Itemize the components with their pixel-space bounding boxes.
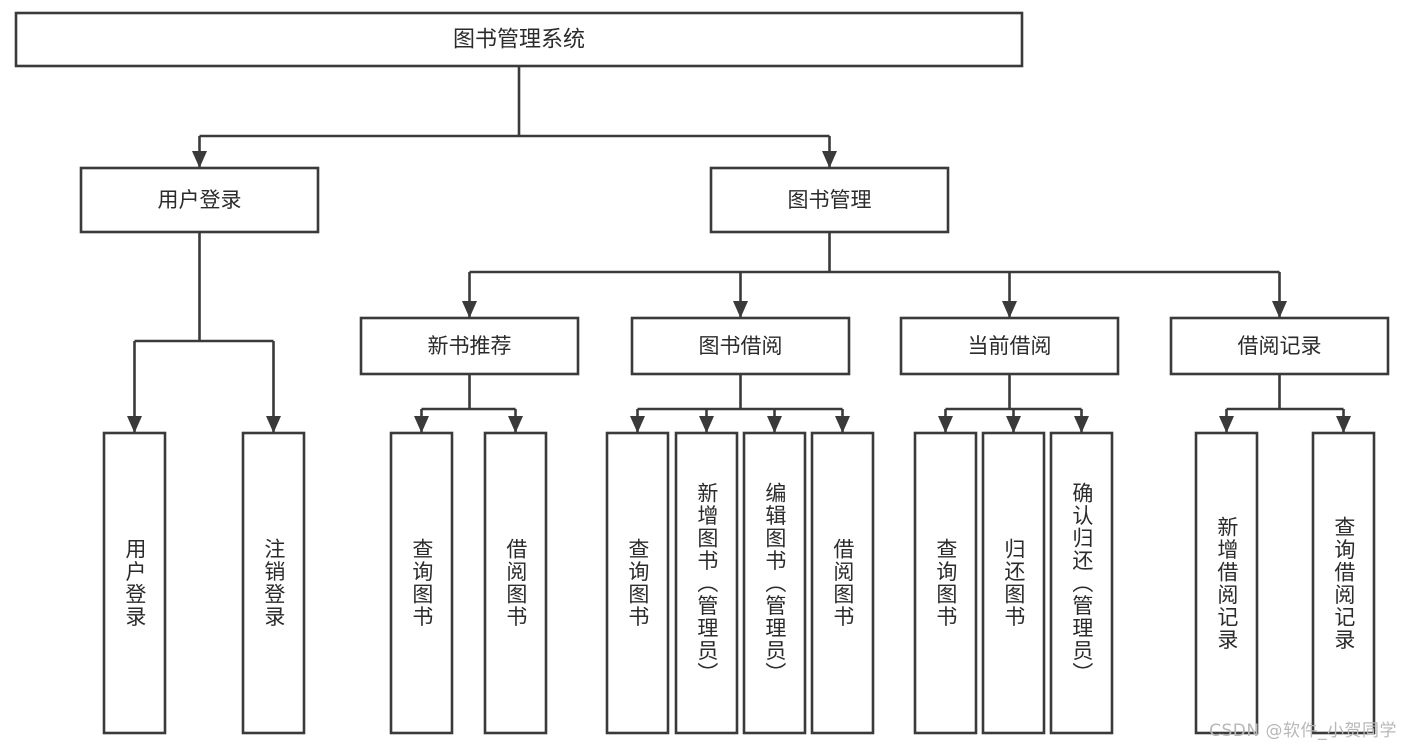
- arrow-head-icon: [1074, 416, 1089, 433]
- node-box-root: [14, 11, 1024, 68]
- node-leaf-borrow-book-new[interactable]: [483, 431, 548, 735]
- arrow-head-icon: [462, 301, 477, 318]
- arrow-head-icon: [1272, 301, 1287, 318]
- node-leaf-borrow-book[interactable]: [810, 431, 875, 735]
- node-label-book-borrow: 图书借阅: [699, 334, 783, 358]
- node-leaf-query-book-current[interactable]: [913, 431, 978, 735]
- node-box-leaf-query-book-new: [389, 431, 454, 735]
- node-box-borrow-record: [1169, 316, 1390, 376]
- watermark-text: CSDN @软件_小贺同学: [1209, 721, 1397, 741]
- node-box-leaf-return-book: [981, 431, 1046, 735]
- node-label-book-management: 图书管理: [788, 188, 872, 212]
- node-box-leaf-query-book-borrow: [605, 431, 670, 735]
- arrow-head-icon: [127, 416, 142, 433]
- node-box-leaf-borrow-book: [810, 431, 875, 735]
- node-leaf-user-login[interactable]: [102, 431, 167, 735]
- arrow-head-icon: [733, 301, 748, 318]
- arrow-head-icon: [767, 416, 782, 433]
- node-leaf-add-borrow-record[interactable]: [1194, 431, 1259, 735]
- arrow-head-icon: [630, 416, 645, 433]
- node-box-leaf-query-book-current: [913, 431, 978, 735]
- arrow-head-icon: [192, 151, 207, 168]
- node-user-login[interactable]: 用户登录: [79, 166, 320, 234]
- node-label-new-book-recommend: 新书推荐: [428, 334, 512, 358]
- node-leaf-add-book[interactable]: [674, 431, 739, 735]
- node-leaf-logout-login[interactable]: [241, 431, 306, 735]
- node-label-root: 图书管理系统: [453, 28, 585, 53]
- node-root[interactable]: 图书管理系统: [14, 11, 1024, 68]
- node-box-leaf-add-borrow-record: [1194, 431, 1259, 735]
- node-label-borrow-record: 借阅记录: [1238, 334, 1322, 358]
- arrow-head-icon: [414, 416, 429, 433]
- node-borrow-record[interactable]: 借阅记录: [1169, 316, 1390, 376]
- node-current-borrow[interactable]: 当前借阅: [899, 316, 1120, 376]
- node-box-leaf-add-book: [674, 431, 739, 735]
- node-leaf-query-book-new[interactable]: [389, 431, 454, 735]
- node-book-borrow[interactable]: 图书借阅: [630, 316, 851, 376]
- arrow-head-icon: [1336, 416, 1351, 433]
- arrow-head-icon: [1219, 416, 1234, 433]
- node-leaf-confirm-return[interactable]: [1049, 431, 1114, 735]
- node-leaf-query-borrow-record[interactable]: [1311, 431, 1376, 735]
- arrow-head-icon: [699, 416, 714, 433]
- arrow-head-icon: [1002, 301, 1017, 318]
- node-box-leaf-confirm-return: [1049, 431, 1114, 735]
- node-book-management[interactable]: 图书管理: [709, 166, 950, 234]
- node-box-book-management: [709, 166, 950, 234]
- node-leaf-return-book[interactable]: [981, 431, 1046, 735]
- node-leaf-query-book-borrow[interactable]: [605, 431, 670, 735]
- node-box-leaf-logout-login: [241, 431, 306, 735]
- arrow-head-icon: [822, 151, 837, 168]
- arrow-head-icon: [835, 416, 850, 433]
- node-label-current-borrow: 当前借阅: [968, 334, 1052, 358]
- node-box-new-book-recommend: [359, 316, 580, 376]
- node-box-leaf-edit-book: [742, 431, 807, 735]
- node-box-leaf-user-login: [102, 431, 167, 735]
- node-box-book-borrow: [630, 316, 851, 376]
- connectors-layer: [127, 66, 1351, 433]
- node-box-leaf-borrow-book-new: [483, 431, 548, 735]
- arrow-head-icon: [508, 416, 523, 433]
- node-label-user-login: 用户登录: [158, 188, 242, 212]
- arrow-head-icon: [266, 416, 281, 433]
- arrow-head-icon: [1006, 416, 1021, 433]
- node-leaf-edit-book[interactable]: [742, 431, 807, 735]
- node-box-user-login: [79, 166, 320, 234]
- node-box-leaf-query-borrow-record: [1311, 431, 1376, 735]
- node-box-current-borrow: [899, 316, 1120, 376]
- node-new-book-recommend[interactable]: 新书推荐: [359, 316, 580, 376]
- arrow-head-icon: [938, 416, 953, 433]
